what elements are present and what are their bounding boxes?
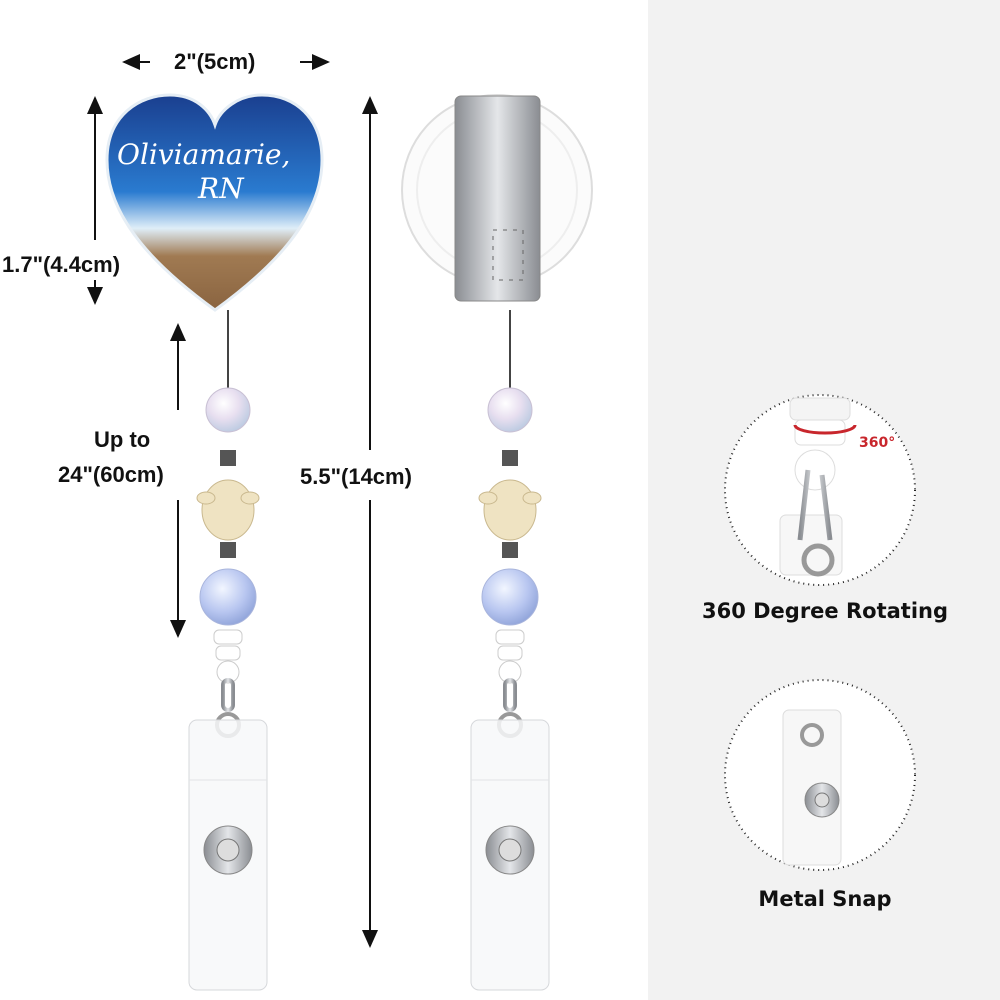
belt-clip: [454, 95, 541, 302]
feature-caption-snap: Metal Snap: [758, 887, 892, 911]
cord-length-label-line1: Up to: [94, 427, 151, 452]
rotating-detail-circle: [724, 394, 916, 586]
heart-badge: [105, 93, 324, 312]
badge-name: Oliviamarie,: [117, 138, 291, 171]
badge-title: RN: [198, 172, 244, 205]
rotation-degrees: 360°: [859, 435, 896, 451]
height-label: 1.7"(4.4cm): [2, 252, 121, 277]
cord-length-label-line2: 24"(60cm): [58, 462, 164, 487]
rotate-arrow-icon: [793, 424, 857, 435]
total-length-label: 5.5"(14cm): [300, 462, 412, 492]
feature-caption-rotating: 360 Degree Rotating: [701, 599, 949, 623]
width-label: 2"(5cm): [174, 49, 256, 74]
